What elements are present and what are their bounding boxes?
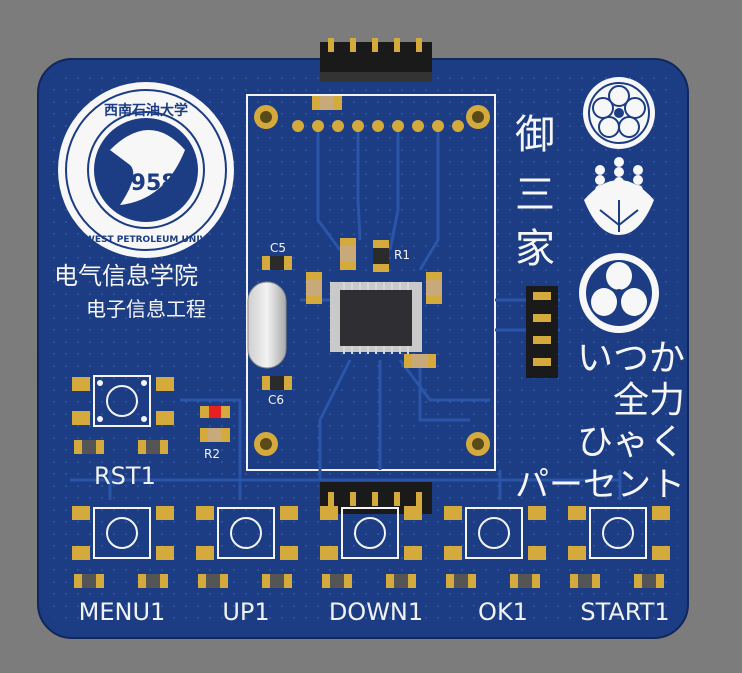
top-pin-header — [320, 38, 432, 82]
department-line2: 电子信息工程 — [86, 297, 206, 321]
crest-text-1: 御 — [515, 112, 555, 158]
designator-c5: C5 — [270, 241, 286, 255]
slogan-line4: パーセント — [515, 465, 685, 505]
designator-r1: R1 — [394, 248, 410, 262]
paulownia-leaf-crest-icon — [584, 157, 654, 235]
switch-menu — [72, 506, 174, 588]
logo-emblem-icon — [110, 130, 185, 205]
crest-text-3: 家 — [515, 226, 555, 272]
side-pin-header — [526, 286, 558, 378]
switch-up — [196, 506, 298, 588]
designator-r2: R2 — [204, 447, 220, 461]
led-r2 — [200, 406, 230, 418]
smd-capacitor-c6 — [262, 376, 292, 390]
smd-capacitor-left — [306, 272, 322, 304]
designator-rst: RST1 — [94, 462, 156, 490]
logo-year-text: 1958 — [115, 171, 176, 196]
switch-down — [320, 506, 422, 588]
designator-c6: C6 — [268, 393, 284, 407]
mcu-chip — [330, 282, 422, 354]
smd-resistor-r1 — [373, 240, 389, 272]
hollyhock-crest-icon — [579, 253, 659, 333]
smd-resistor-r2 — [200, 428, 230, 442]
slogan-line2: 全力 — [613, 380, 685, 421]
module-outline — [246, 94, 496, 471]
slogan-line1: いつか — [577, 338, 685, 379]
button-label-down: DOWN1 — [329, 598, 423, 626]
logo-english-ring: SOUTHWEST PETROLEUM UNIVERSITY — [50, 235, 243, 245]
department-line1: 电气信息学院 — [54, 262, 198, 290]
slogan-line3: ひゃく — [577, 422, 685, 463]
button-label-menu: MENU1 — [79, 598, 166, 626]
rst-switch — [72, 375, 174, 454]
switch-ok — [444, 506, 546, 588]
crest-text-2: 三 — [515, 172, 555, 218]
crystal-oscillator — [247, 281, 287, 369]
university-logo: 1958 西南石油大学 SOUTHWEST PETROLEUM UNIVERSI… — [50, 82, 243, 258]
button-label-ok: OK1 — [478, 598, 528, 626]
switch-start — [568, 506, 670, 588]
smd-capacitor-c5 — [262, 256, 292, 270]
smd-capacitor-top — [340, 238, 356, 270]
smd-top-module — [312, 96, 342, 110]
smd-capacitor-right — [426, 272, 442, 304]
button-label-up: UP1 — [222, 598, 269, 626]
mounting-holes — [254, 105, 490, 456]
pad-row-top — [292, 120, 464, 132]
smd-capacitor-bottom — [404, 354, 436, 368]
button-label-start: START1 — [580, 598, 669, 626]
paulownia-flower-crest-icon — [583, 77, 655, 149]
logo-chinese-name: 西南石油大学 — [104, 102, 188, 119]
